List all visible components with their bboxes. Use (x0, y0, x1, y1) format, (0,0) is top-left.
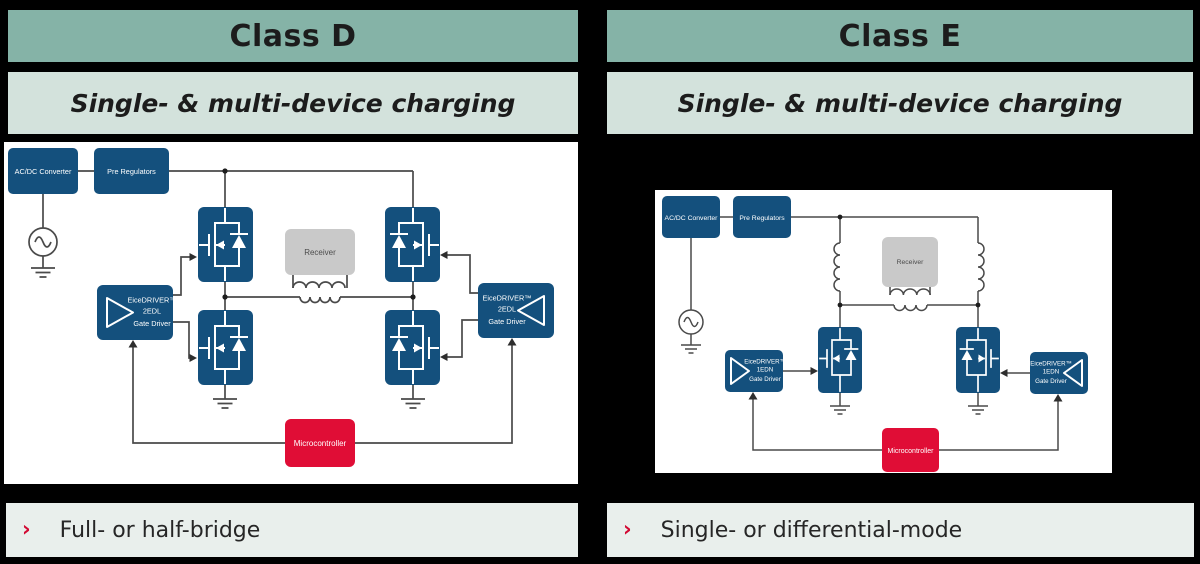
bullet-chevron-icon: › (22, 517, 31, 541)
class-d-circuit: AC/DC Converter Pre Regulators Receiver … (8, 148, 554, 467)
microcontroller-label: Microcontroller (888, 448, 935, 455)
svg-text:1EDN: 1EDN (757, 367, 774, 374)
driver-triangle-icon (730, 357, 750, 385)
mosfet-top-left (197, 206, 254, 283)
ac-source (678, 309, 704, 335)
gate-driver-right-block: EiceDRIVER™ 1EDN Gate Driver (1030, 352, 1088, 394)
bullet-chevron-icon: › (623, 517, 632, 541)
class-d-bullet-bar: › Full- or half-bridge (6, 503, 578, 557)
junction-dot (222, 294, 228, 300)
class-d-title: Class D (229, 18, 357, 54)
mosfet-left (817, 326, 863, 394)
gate-driver-right-block: EiceDRIVER™ 2EDL Gate Driver (478, 283, 554, 338)
microcontroller-block: Microcontroller (285, 419, 355, 467)
class-d-control-wires (132, 254, 513, 444)
ground-icon (400, 398, 426, 409)
acdc-converter-label: AC/DC Converter (15, 167, 72, 176)
transformer-windings (292, 281, 346, 304)
ac-source (28, 227, 58, 257)
svg-text:EiceDRIVER™: EiceDRIVER™ (744, 359, 786, 366)
driver-triangle-icon (1063, 359, 1083, 387)
svg-text:1EDN: 1EDN (1043, 369, 1060, 376)
ground-icon (967, 405, 989, 415)
mosfet-bottom-right (384, 309, 441, 386)
driver-triangle-icon (106, 297, 134, 328)
class-e-title: Class E (838, 18, 962, 54)
arrowheads (128, 251, 517, 362)
receiver-block: Receiver (285, 229, 355, 275)
svg-text:EiceDRIVER™: EiceDRIVER™ (127, 296, 176, 305)
class-e-diagram: AC/DC Converter Pre Regulators Receiver … (655, 190, 1112, 473)
class-e-subtitle-bar: Single- & multi-device charging (607, 72, 1193, 134)
receiver-block: Receiver (882, 237, 938, 287)
driver-triangle-icon (517, 295, 545, 326)
class-d-header: Class D (8, 10, 578, 62)
acdc-converter-block: AC/DC Converter (662, 196, 720, 238)
svg-text:Gate Driver: Gate Driver (749, 376, 781, 383)
gate-driver-left-block: EiceDRIVER™ 2EDL Gate Driver (97, 285, 177, 340)
svg-text:EiceDRIVER™: EiceDRIVER™ (482, 294, 531, 303)
svg-text:Gate Driver: Gate Driver (488, 317, 526, 326)
junction-dot (222, 168, 228, 174)
ground-icon (212, 398, 238, 409)
svg-text:2EDL: 2EDL (498, 305, 516, 314)
svg-text:2EDL: 2EDL (143, 307, 161, 316)
transformer-windings (889, 288, 931, 312)
class-e-bullet-bar: › Single- or differential-mode (607, 503, 1194, 557)
pre-regulators-label: Pre Regulators (739, 215, 785, 222)
class-e-header: Class E (607, 10, 1193, 62)
inductor-right (977, 242, 985, 292)
class-e-wires (690, 216, 979, 406)
pre-regulators-block: Pre Regulators (733, 196, 791, 238)
mosfet-right (955, 326, 1001, 394)
acdc-converter-label: AC/DC Converter (665, 215, 719, 222)
arrowheads (748, 367, 1063, 402)
class-d-diagram: AC/DC Converter Pre Regulators Receiver … (4, 142, 578, 484)
class-e-control-wires (752, 370, 1059, 451)
microcontroller-block: Microcontroller (882, 428, 939, 472)
class-e-subtitle: Single- & multi-device charging (677, 88, 1123, 118)
svg-text:Gate Driver: Gate Driver (133, 319, 171, 328)
microcontroller-label: Microcontroller (294, 439, 347, 448)
class-d-subtitle-bar: Single- & multi-device charging (8, 72, 578, 134)
acdc-converter-block: AC/DC Converter (8, 148, 78, 194)
receiver-label: Receiver (897, 259, 925, 266)
mosfet-bottom-left (197, 309, 254, 386)
class-e-circuit: AC/DC Converter Pre Regulators Receiver … (662, 196, 1088, 472)
svg-text:EiceDRIVER™: EiceDRIVER™ (1030, 361, 1072, 368)
receiver-label: Receiver (304, 248, 336, 257)
pre-regulators-block: Pre Regulators (94, 148, 169, 194)
svg-text:Gate Driver: Gate Driver (1035, 378, 1067, 385)
mosfet-top-right (384, 206, 441, 283)
pre-regulators-label: Pre Regulators (107, 167, 156, 176)
inductor-left (833, 242, 841, 292)
gate-driver-left-block: EiceDRIVER™ 1EDN Gate Driver (725, 350, 786, 392)
ground-icon (30, 267, 56, 278)
junction-dot (837, 214, 843, 220)
junction-dot (837, 302, 843, 308)
class-d-subtitle: Single- & multi-device charging (70, 88, 516, 118)
junction-dot (410, 294, 416, 300)
class-e-bullet-text: Single- or differential-mode (660, 517, 963, 543)
junction-dot (975, 302, 981, 308)
ground-icon (829, 405, 851, 415)
class-d-bullet-text: Full- or half-bridge (59, 517, 261, 543)
ground-icon (680, 344, 702, 354)
